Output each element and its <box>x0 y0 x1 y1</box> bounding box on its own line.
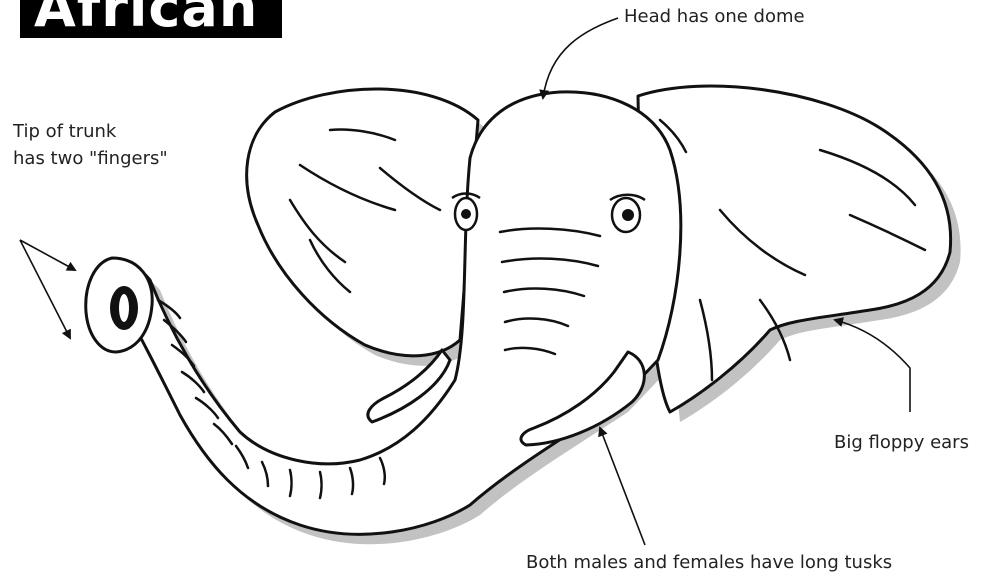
left-ear <box>247 89 478 356</box>
callout-trunk-line1: Tip of trunk <box>13 118 168 145</box>
title-badge: African <box>20 0 282 38</box>
tusks-arrow <box>600 428 645 545</box>
callout-tusks: Both males and females have long tusks <box>526 549 892 576</box>
callout-head-dome: Head has one dome <box>624 3 805 30</box>
trunk-arrow-lower <box>20 240 70 338</box>
head-arrow <box>543 18 618 98</box>
callout-trunk-line2: has two "fingers" <box>13 145 168 172</box>
ears-arrow <box>835 320 910 412</box>
right-ear <box>638 86 951 412</box>
trunk-tip <box>86 258 152 352</box>
callout-trunk-tip: Tip of trunk has two "fingers" <box>13 118 168 172</box>
title: African <box>34 0 258 38</box>
callout-ears: Big floppy ears <box>834 429 969 456</box>
